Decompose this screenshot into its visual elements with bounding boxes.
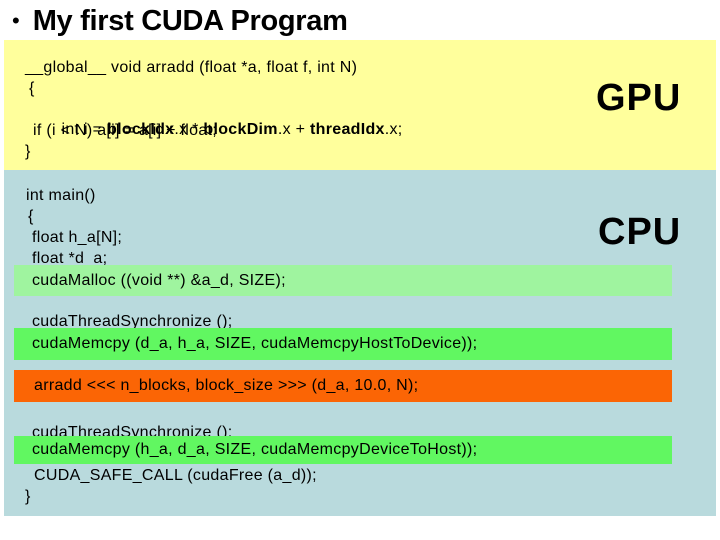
code-line-main-close-brace: } (25, 488, 31, 505)
code-line-device-ptr-decl: float *d_a; (32, 250, 108, 267)
gpu-label: GPU (596, 77, 682, 119)
code-line-kernel-signature: __global__ void arradd (float *a, float … (25, 59, 358, 76)
code-line-main-signature: int main() (26, 187, 96, 204)
highlight-cuda-malloc: cudaMalloc ((void **) &a_d, SIZE); (14, 265, 672, 296)
code-line-memcpy-device-to-host: cudaMemcpy (h_a, d_a, SIZE, cudaMemcpyDe… (32, 441, 478, 458)
code-line-thread-index: int i = blockIdx.x * blockDim.x + thread… (33, 100, 403, 160)
code-segment-bold: blockDim (203, 121, 278, 138)
code-line-kernel-close-brace: } (25, 143, 31, 160)
slide-title-row: • My first CUDA Program (12, 2, 348, 40)
code-line-guard: if (i < N) a[i] = a[i] + float; (33, 122, 218, 139)
cpu-label: CPU (598, 211, 682, 253)
code-line-cuda-malloc: cudaMalloc ((void **) &a_d, SIZE); (32, 271, 286, 289)
code-segment: .x * (174, 121, 204, 138)
code-segment-bold: threadIdx (310, 121, 385, 138)
code-line-cuda-free: CUDA_SAFE_CALL (cudaFree (a_d)); (34, 467, 317, 484)
code-segment: .x; (384, 121, 403, 138)
gpu-code-panel: __global__ void arradd (float *a, float … (4, 40, 716, 170)
code-line-memcpy-host-to-device: cudaMemcpy (d_a, h_a, SIZE, cudaMemcpyHo… (32, 335, 478, 352)
code-line-thread-sync-1: cudaThreadSynchronize (); (32, 313, 233, 330)
code-line-main-open-brace: { (28, 208, 34, 225)
code-segment: int i = (61, 121, 108, 138)
highlight-memcpy-device-to-host: cudaMemcpy (h_a, d_a, SIZE, cudaMemcpyDe… (14, 436, 672, 464)
code-segment: .x + (277, 121, 311, 138)
code-line-host-array-decl: float h_a[N]; (32, 229, 123, 246)
code-line-kernel-open-brace: { (29, 80, 35, 97)
page-title: My first CUDA Program (32, 5, 348, 37)
cpu-code-panel: int main() { float h_a[N]; float *d_a; c… (4, 170, 716, 516)
code-line-kernel-launch: arradd <<< n_blocks, block_size >>> (d_a… (34, 377, 419, 394)
bullet-icon: • (12, 8, 20, 33)
code-segment-bold: blockIdx (107, 121, 175, 138)
highlight-kernel-launch: arradd <<< n_blocks, block_size >>> (d_a… (14, 370, 672, 402)
highlight-memcpy-host-to-device: cudaMemcpy (d_a, h_a, SIZE, cudaMemcpyHo… (14, 328, 672, 360)
